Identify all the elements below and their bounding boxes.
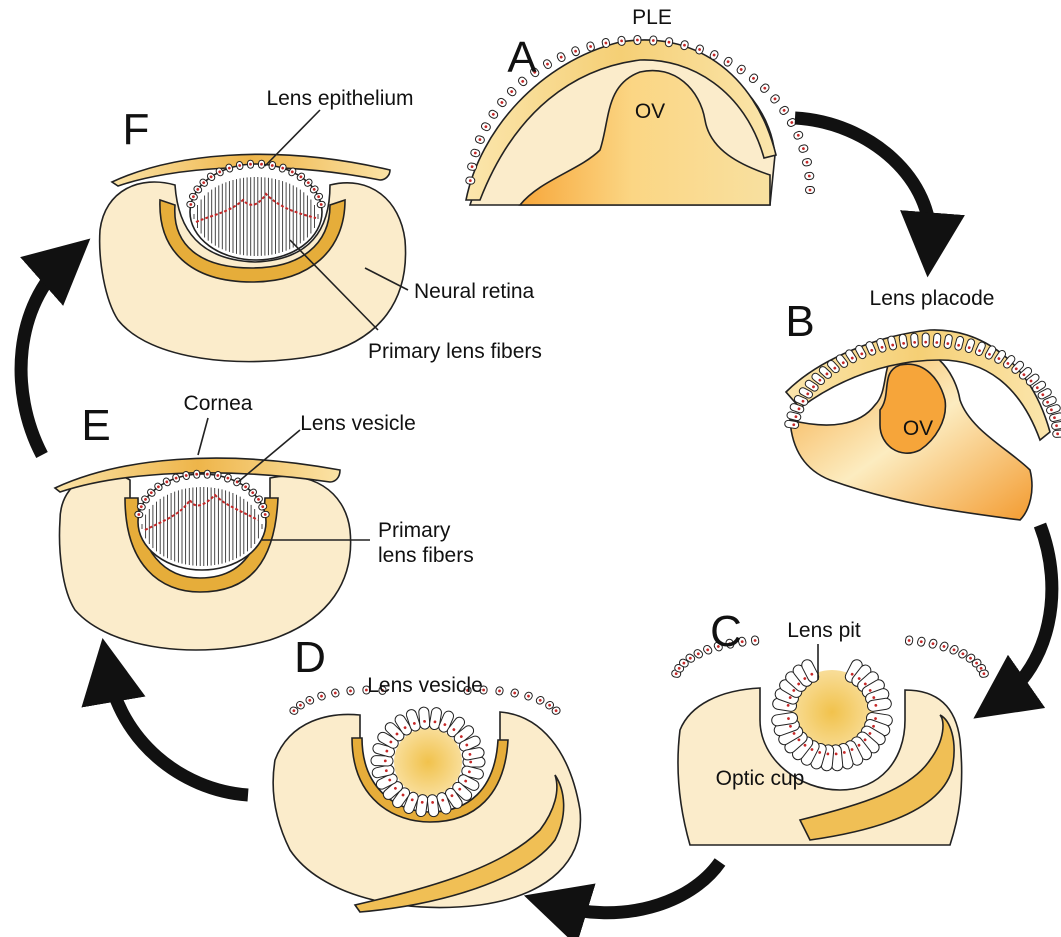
epithelial-cell bbox=[247, 160, 254, 168]
panel-f: Lens epithelium Neural retina Primary le… bbox=[100, 87, 542, 363]
epithelial-cell bbox=[939, 641, 950, 652]
epithelial-cell bbox=[204, 470, 211, 478]
panel-d-lens-vesicle bbox=[394, 728, 462, 796]
panel-d-lens-vesicle-label: Lens vesicle bbox=[367, 674, 483, 697]
panel-c-lens-pit-label: Lens pit bbox=[787, 619, 861, 642]
panel-d: Lens vesicle D bbox=[273, 633, 580, 912]
epithelial-cell bbox=[759, 83, 770, 94]
epithelial-cell bbox=[649, 36, 657, 46]
epithelial-cell bbox=[602, 38, 611, 48]
panel-e-cornea-leader bbox=[198, 418, 208, 455]
epithelial-cell bbox=[474, 135, 485, 145]
panel-e-cornea-label: Cornea bbox=[184, 392, 253, 415]
panel-f-primary-fibers-label: Primary lens fibers bbox=[368, 340, 542, 363]
arrow-b-to-c bbox=[1000, 525, 1052, 700]
epithelial-cell bbox=[418, 707, 430, 730]
epithelial-cell bbox=[193, 470, 200, 478]
epithelial-cell bbox=[510, 688, 520, 698]
epithelial-cell bbox=[317, 201, 326, 208]
panel-b-letter: B bbox=[785, 297, 814, 346]
arrow-a-to-b bbox=[795, 118, 930, 245]
epithelial-cell bbox=[910, 333, 918, 348]
epithelial-cell bbox=[466, 177, 475, 185]
epithelial-cell bbox=[427, 794, 439, 817]
epithelial-cell bbox=[778, 105, 789, 116]
epithelial-cell bbox=[316, 691, 326, 702]
epithelial-cell bbox=[751, 636, 759, 646]
epithelial-cell bbox=[634, 35, 641, 44]
epithelial-cell bbox=[467, 163, 477, 171]
epithelial-cell bbox=[304, 695, 315, 706]
epithelial-cell bbox=[665, 37, 673, 47]
panel-f-letter: F bbox=[123, 105, 150, 154]
panel-f-lens-epithelium-label: Lens epithelium bbox=[266, 87, 413, 110]
panel-c-letter: C bbox=[710, 607, 742, 656]
panel-a-ple-label: PLE bbox=[632, 6, 672, 29]
epithelial-cell bbox=[542, 58, 553, 69]
epithelial-cell bbox=[793, 130, 804, 140]
epithelial-cell bbox=[769, 93, 780, 104]
epithelial-cell bbox=[1052, 430, 1061, 438]
epithelial-cell bbox=[736, 64, 747, 75]
epithelial-cell bbox=[922, 333, 929, 347]
epithelial-cell bbox=[798, 144, 809, 153]
epithelial-cell bbox=[258, 160, 265, 168]
panel-c-optic-cup-label: Optic cup bbox=[716, 767, 805, 790]
epithelial-cell bbox=[917, 636, 926, 647]
epithelial-cell bbox=[723, 56, 734, 67]
epithelial-cell bbox=[186, 201, 195, 208]
panel-f-neural-retina-label: Neural retina bbox=[414, 280, 535, 303]
panel-a-letter: A bbox=[507, 33, 537, 82]
epithelial-cell bbox=[556, 51, 566, 62]
panel-e-primary-fibers-label-2: lens fibers bbox=[378, 544, 474, 567]
epithelial-cell bbox=[618, 36, 626, 46]
epithelial-cell bbox=[488, 109, 499, 120]
panel-d-letter: D bbox=[294, 633, 326, 682]
epithelial-cell bbox=[1051, 421, 1061, 430]
epithelial-cell bbox=[748, 73, 759, 84]
epithelial-cell bbox=[586, 41, 595, 52]
epithelial-cell bbox=[134, 511, 143, 518]
panel-b-lens-placode-label: Lens placode bbox=[870, 287, 995, 310]
panel-a: PLE OV A bbox=[466, 6, 815, 205]
panel-e-primary-fibers-label-1: Primary bbox=[378, 519, 451, 542]
epithelial-cell bbox=[802, 158, 812, 167]
epithelial-cell bbox=[804, 172, 814, 180]
panel-e-lens-vesicle-label: Lens vesicle bbox=[300, 412, 416, 435]
epithelial-cell bbox=[535, 695, 546, 706]
epithelial-cell bbox=[496, 97, 507, 108]
panel-e: Cornea Lens vesicle Primary lens fibers … bbox=[55, 392, 474, 650]
epithelial-cell bbox=[928, 638, 938, 649]
epithelial-cell bbox=[261, 511, 270, 518]
epithelial-cell bbox=[933, 333, 941, 348]
epithelial-cell bbox=[806, 187, 815, 194]
epithelial-cell bbox=[470, 148, 480, 157]
epithelial-cell bbox=[495, 686, 504, 695]
arrow-e-to-f bbox=[21, 260, 66, 455]
panel-b: Lens placode OV B bbox=[784, 287, 1061, 520]
epithelial-cell bbox=[506, 86, 517, 97]
epithelial-cell bbox=[948, 644, 959, 655]
epithelial-cell bbox=[905, 636, 913, 646]
panel-e-letter: E bbox=[81, 401, 110, 450]
epithelial-cell bbox=[346, 686, 355, 695]
panel-c: Lens pit Optic cup C bbox=[671, 607, 989, 845]
epithelial-cell bbox=[979, 670, 989, 678]
epithelial-cell bbox=[330, 688, 340, 698]
epithelial-cell bbox=[523, 691, 533, 702]
epithelial-cell bbox=[571, 46, 581, 57]
panel-b-ov-label: OV bbox=[903, 417, 933, 440]
arrow-c-to-d bbox=[555, 862, 720, 913]
arrow-d-to-e bbox=[108, 670, 248, 795]
epithelial-cell bbox=[480, 122, 491, 132]
panel-a-ov-label: OV bbox=[635, 100, 665, 123]
